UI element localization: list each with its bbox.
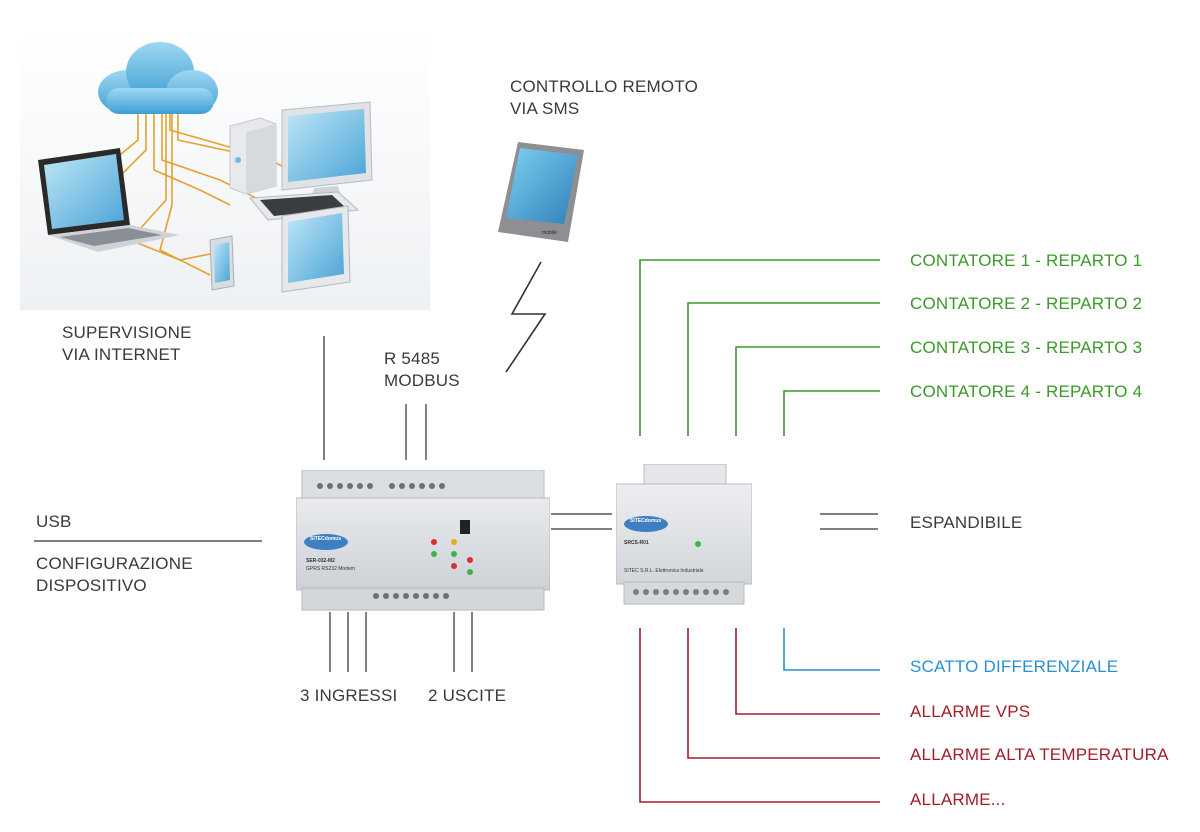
- scatto-line: [783, 628, 880, 671]
- network-illustration: [20, 30, 430, 310]
- expansion-company: SITEC S.R.L. Elettronica Industriale: [624, 568, 704, 574]
- modem-model: SER-032-M2: [306, 558, 335, 564]
- laptop-icon: [38, 148, 180, 252]
- cloud-icon: [98, 42, 218, 114]
- flat-display-icon: [281, 205, 351, 293]
- alarm-line-2: [687, 628, 880, 759]
- allarme-generico-label: ALLARME...: [910, 790, 1006, 809]
- modem-subtitle: GPRS RS232 Modem: [306, 566, 355, 572]
- uscite-label: 2 USCITE: [428, 686, 507, 705]
- phone-brand: mobile: [542, 230, 557, 236]
- rs485-label: R 5485 MODBUS: [384, 348, 460, 392]
- controllo-remoto-line-1: CONTROLLO REMOTO: [510, 77, 699, 96]
- configurazione-line-2: DISPOSITIVO: [36, 576, 147, 595]
- configurazione-line-1: CONFIGURAZIONE: [36, 554, 193, 573]
- controllo-remoto-label: CONTROLLO REMOTO VIA SMS: [510, 76, 698, 120]
- contatore-4-label: CONTATORE 4 - REPARTO 4: [910, 382, 1143, 401]
- desktop-tower-icon: [229, 117, 277, 195]
- expansion-device: SITECdomus SRCS-R01 SITEC S.R.L. Elettro…: [615, 463, 753, 608]
- counter-line-3: [735, 346, 880, 436]
- allarme-vps-label: ALLARME VPS: [910, 702, 1031, 721]
- alarm-line-3: [639, 628, 880, 803]
- ingressi-label: 3 INGRESSI: [300, 686, 398, 705]
- counter-line-4: [783, 390, 880, 436]
- rs485-line-2: MODBUS: [384, 371, 460, 390]
- contatore-3-label: CONTATORE 3 - REPARTO 3: [910, 338, 1143, 357]
- controllo-remoto-line-2: VIA SMS: [510, 99, 580, 118]
- espandibile-label: ESPANDIBILE: [910, 513, 1023, 532]
- rs485-line-1: R 5485: [384, 349, 441, 368]
- expansion-brand: SITECdomus: [630, 518, 662, 524]
- allarme-alta-temperatura-label: ALLARME ALTA TEMPERATURA: [910, 745, 1169, 764]
- expansion-model: SRCS-R01: [624, 540, 649, 546]
- supervisione-label: SUPERVISIONE VIA INTERNET: [62, 322, 192, 366]
- contatore-1-label: CONTATORE 1 - REPARTO 1: [910, 251, 1143, 270]
- modem-brand: SITECdomus: [310, 536, 342, 542]
- lightning-icon: [505, 261, 547, 373]
- supervisione-line-2: VIA INTERNET: [62, 345, 181, 364]
- modem-device: SITECdomus SER-032-M2 GPRS RS232 Modem: [295, 390, 551, 612]
- smartphone-icon: mobile: [498, 142, 584, 242]
- expansion-body: [615, 463, 753, 605]
- counter-line-1: [639, 259, 880, 436]
- monitor-icon: [281, 101, 373, 202]
- usb-label: USB: [36, 512, 72, 531]
- alarm-line-1: [735, 628, 880, 715]
- contatore-2-label: CONTATORE 2 - REPARTO 2: [910, 294, 1143, 313]
- configurazione-label: CONFIGURAZIONE DISPOSITIVO: [36, 553, 193, 597]
- modem-body: [295, 390, 551, 611]
- counter-line-2: [687, 302, 880, 436]
- scatto-differenziale-label: SCATTO DIFFERENZIALE: [910, 657, 1119, 676]
- tablet-icon: [209, 235, 235, 291]
- supervisione-line-1: SUPERVISIONE: [62, 323, 192, 342]
